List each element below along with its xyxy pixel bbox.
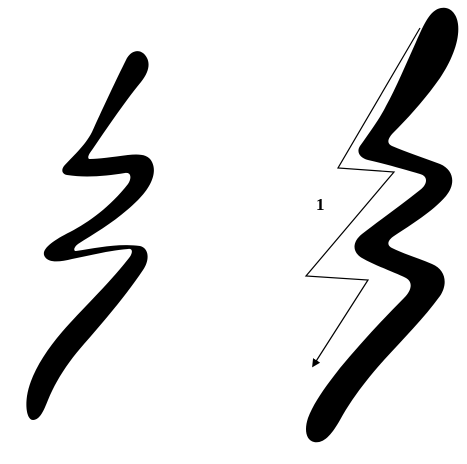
right-brush-stroke bbox=[306, 8, 458, 443]
left-brush-stroke bbox=[26, 51, 154, 420]
annotation-label: 1 bbox=[316, 196, 325, 213]
